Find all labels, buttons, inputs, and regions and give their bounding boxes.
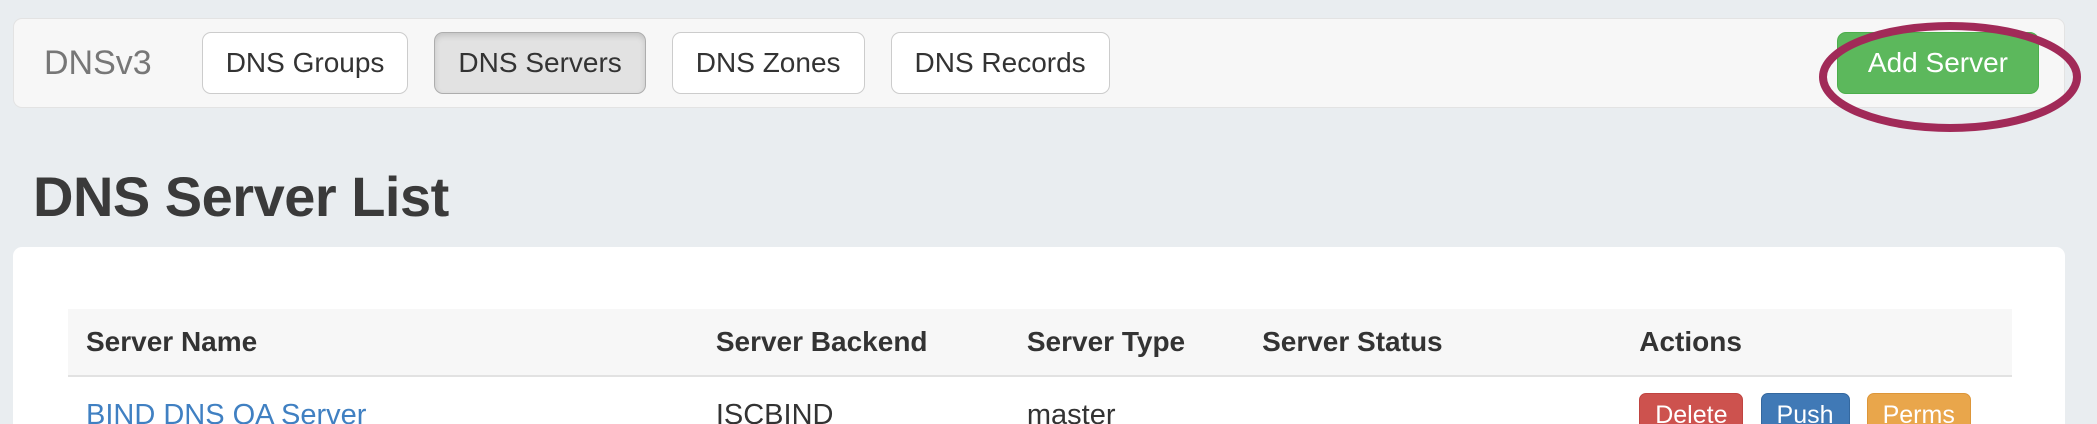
cell-server-name: BIND DNS QA Server [68, 376, 698, 424]
top-navbar: DNSv3 DNS Groups DNS Servers DNS Zones D… [13, 18, 2065, 108]
table-header-row: Server Name Server Backend Server Type S… [68, 309, 2012, 377]
cell-server-backend: ISCBIND [715, 398, 834, 424]
server-list-card: Server Name Server Backend Server Type S… [13, 247, 2065, 424]
header-server-name: Server Name [68, 309, 698, 377]
tab-dns-servers[interactable]: DNS Servers [434, 32, 646, 94]
delete-button[interactable]: Delete [1639, 393, 1744, 424]
tab-dns-zones[interactable]: DNS Zones [671, 32, 865, 94]
header-server-type: Server Type [1008, 309, 1245, 377]
server-name-link[interactable]: BIND DNS QA Server [86, 398, 367, 424]
tab-dns-groups[interactable]: DNS Groups [201, 32, 409, 94]
table-row: BIND DNS QA Server ISCBIND master Delete… [68, 376, 2012, 424]
tab-dns-records[interactable]: DNS Records [890, 32, 1110, 94]
perms-button[interactable]: Perms [1866, 393, 1971, 424]
page-container: DNSv3 DNS Groups DNS Servers DNS Zones D… [13, 18, 2065, 424]
brand-link[interactable]: DNSv3 [44, 43, 152, 82]
cell-actions: Delete Push Perms [1621, 376, 2012, 424]
cell-server-type: master [1026, 398, 1116, 424]
add-server-button[interactable]: Add Server [1836, 32, 2039, 94]
header-server-status: Server Status [1244, 309, 1622, 377]
header-actions: Actions [1621, 309, 2012, 377]
push-button[interactable]: Push [1760, 393, 1850, 424]
page-title: DNS Server List [33, 165, 449, 228]
cell-server-status [1244, 376, 1621, 424]
server-table: Server Name Server Backend Server Type S… [68, 309, 2012, 424]
header-server-backend: Server Backend [697, 309, 1009, 377]
